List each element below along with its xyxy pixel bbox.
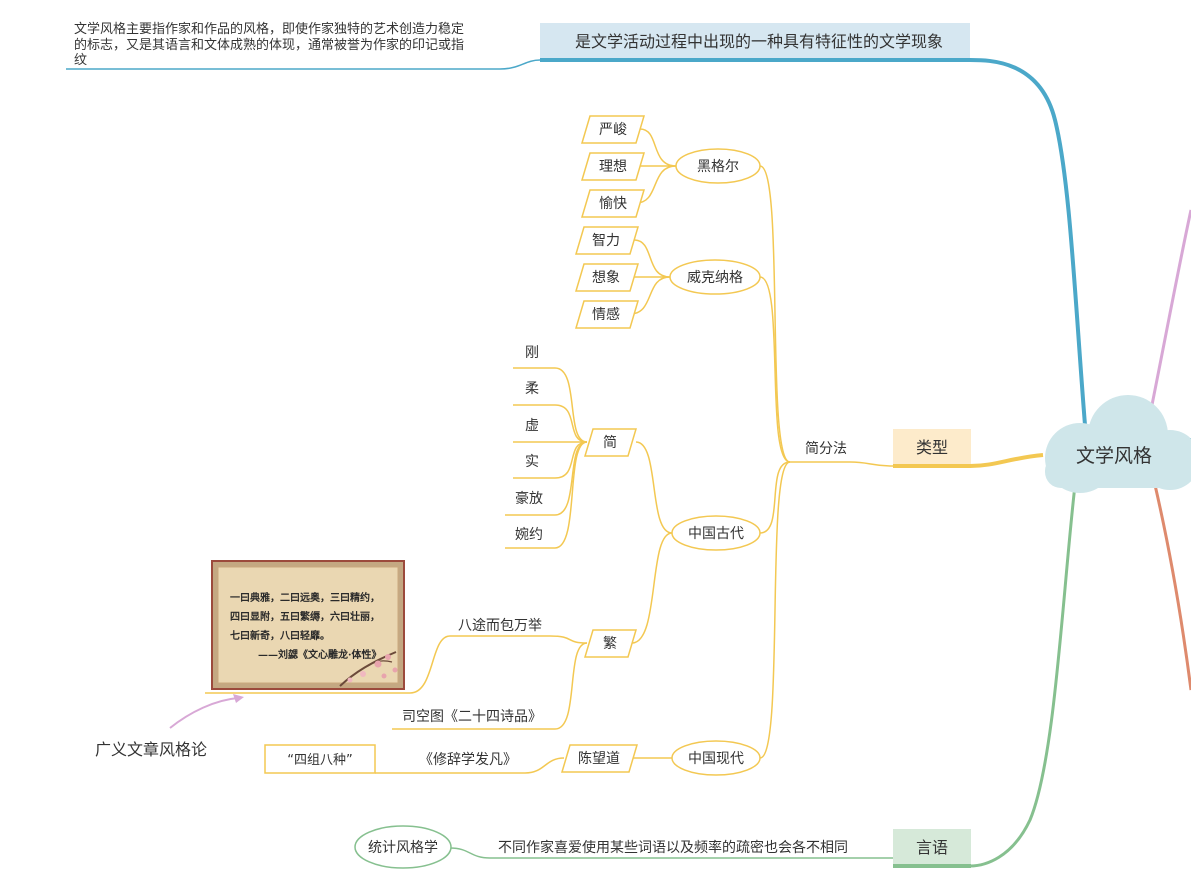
language-desc-connector [449, 847, 893, 859]
jian-item-2[interactable]: 柔 [525, 381, 539, 397]
wenxin-diaolong-image[interactable]: 一曰典雅，二曰远奥，三曰精约， 四曰显附，五曰繁缛，六曰壮丽， 七曰新奇，八曰轻… [211, 560, 405, 690]
jian-node[interactable] [583, 428, 638, 457]
hegel-item-1-label: 严峻 [599, 122, 627, 138]
ancient-jian-connector [635, 441, 673, 534]
definition-node[interactable] [540, 23, 970, 59]
hegel-item-1[interactable] [580, 115, 646, 144]
language-node[interactable] [893, 829, 971, 865]
image-line-1: 一曰典雅，二曰远奥，三曰精约， [230, 591, 380, 604]
types-method-connector [790, 461, 894, 467]
wackernagel-item-1-label: 智力 [592, 233, 620, 249]
hegel-item-2[interactable] [580, 152, 646, 181]
language-label: 言语 [916, 838, 948, 857]
types-label: 类型 [916, 438, 948, 457]
plum-blossom [385, 654, 391, 660]
plum-blossom [360, 671, 366, 677]
jian-item-4[interactable]: 实 [525, 454, 539, 470]
method-label: 简分法 [805, 440, 847, 457]
plum-twig [367, 660, 393, 667]
plum-blossom [392, 667, 398, 673]
jian-label: 简 [603, 434, 617, 451]
ancient-label: 中国古代 [688, 526, 744, 542]
definition-label: 是文学活动过程中出现的一种具有特征性的文学现象 [575, 32, 943, 51]
hegel-label: 黑格尔 [697, 159, 739, 175]
chen-node[interactable] [560, 744, 639, 773]
language-desc-label[interactable]: 不同作家喜爱使用某些词语以及频率的疏密也会各不相同 [498, 839, 848, 856]
wackernagel-label: 威克纳格 [687, 270, 743, 286]
method-hegel-connector [759, 165, 791, 463]
chen-book-connector [375, 757, 565, 774]
types-node[interactable] [893, 429, 971, 465]
hegel-connector-1 [639, 128, 677, 167]
fan-node[interactable] [583, 629, 638, 658]
wackernagel-connector-1 [633, 239, 671, 278]
sizu-node[interactable] [264, 744, 376, 774]
sizu-label: “四组八种” [287, 753, 352, 768]
wackernagel-item-2[interactable] [574, 263, 640, 292]
definition-note-connector [66, 59, 541, 70]
hegel-item-3[interactable] [580, 189, 646, 218]
root-cloud[interactable] [1045, 395, 1191, 493]
definition-note-line-3: 纹 [74, 53, 87, 68]
plum-blossom [374, 660, 382, 668]
fan-bajiao-connector [205, 635, 588, 694]
right-branch-orange [1153, 484, 1191, 691]
wackernagel-item-3[interactable] [574, 300, 640, 329]
chen-label: 陈望道 [578, 750, 620, 767]
jian-item-6[interactable]: 婉约 [515, 527, 543, 543]
fan-bajiao-label[interactable]: 八途而包万举 [458, 617, 542, 634]
types-branch [969, 453, 1044, 468]
definition-note-line-2: 的标志，又是其语言和文体成熟的体现，通常被誉为作家的印记或指 [74, 37, 464, 53]
wackernagel-item-2-label: 想象 [592, 270, 620, 286]
broad-note-arrow-icon [233, 694, 244, 703]
definition-note-line-1: 文学风格主要指作家和作品的风格，即使作家独特的艺术创造力稳定 [74, 21, 464, 37]
image-line-3: 七曰新奇，八曰轻靡。 [230, 629, 330, 642]
stat-label: 统计风格学 [368, 840, 438, 856]
hegel-item-2-label: 理想 [599, 159, 627, 175]
plum-blossom [347, 677, 353, 683]
method-ancient-connector [759, 461, 791, 534]
hegel-item-3-label: 愉快 [599, 196, 627, 212]
jian-item-connector-2 [513, 404, 588, 443]
ancient-fan-connector [631, 532, 673, 644]
definition-branch [969, 58, 1087, 426]
jian-item-connector-6 [505, 441, 588, 549]
fan-sikongtu-label[interactable]: 司空图《二十四诗品》 [402, 709, 542, 725]
method-wackernagel-connector [759, 276, 791, 463]
fan-label: 繁 [603, 636, 617, 652]
jian-item-connector-1 [513, 367, 588, 443]
book-label[interactable]: 《修辞学发凡》 [419, 752, 517, 768]
jian-item-connector-4 [513, 441, 588, 479]
method-modern-connector [759, 461, 791, 759]
language-branch [969, 484, 1077, 868]
hegel-connector-3 [635, 165, 677, 204]
stat-node[interactable] [354, 825, 452, 869]
jian-item-3[interactable]: 虚 [525, 418, 539, 434]
root-label: 文学风格 [1076, 445, 1152, 467]
right-branch-pink [1148, 209, 1191, 416]
plum-blossom [381, 673, 387, 679]
broad-note-arrow-line [169, 697, 239, 729]
wackernagel-item-3-label: 情感 [592, 306, 620, 323]
wackernagel-connector-3 [629, 276, 671, 315]
fan-sikongtu-connector [392, 642, 588, 730]
image-line-2: 四曰显附，五曰繁缛，六曰壮丽， [230, 610, 380, 623]
jian-item-5[interactable]: 豪放 [515, 491, 543, 507]
broad-note-label[interactable]: 广义文章风格论 [95, 740, 207, 759]
jian-item-1[interactable]: 刚 [525, 345, 539, 361]
wackernagel-item-1[interactable] [574, 226, 640, 255]
modern-label: 中国现代 [688, 751, 744, 767]
image-line-4: ——刘勰《文心雕龙·体性》 [258, 648, 381, 661]
